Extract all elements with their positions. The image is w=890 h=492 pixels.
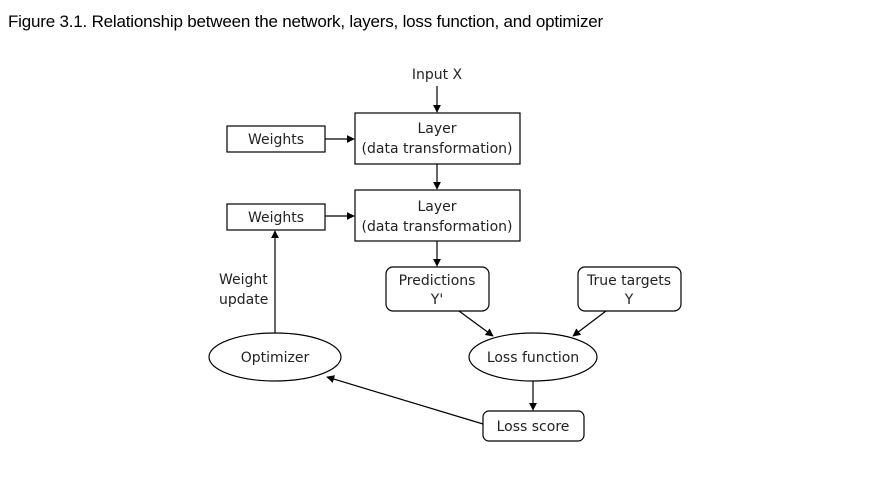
layer-2-box: Layer (data transformation) bbox=[354, 189, 521, 242]
weights-2-label: Weights bbox=[248, 210, 304, 226]
optimizer-node: Optimizer bbox=[208, 332, 342, 382]
layer-1-title: Layer bbox=[417, 121, 456, 137]
weights-2-box: Weights bbox=[226, 203, 326, 231]
true-targets-symbol: Y bbox=[624, 292, 634, 308]
weights-1-label: Weights bbox=[248, 132, 304, 148]
arrow-score-to-optimizer bbox=[326, 375, 484, 425]
optimizer-label: Optimizer bbox=[241, 350, 310, 366]
predictions-label: Predictions bbox=[399, 273, 476, 289]
loss-score-box: Loss score bbox=[482, 410, 585, 442]
loss-function-label: Loss function bbox=[487, 350, 579, 366]
weights-1-box: Weights bbox=[226, 125, 326, 153]
loss-score-label: Loss score bbox=[497, 419, 570, 435]
input-x-label: Input X bbox=[412, 67, 463, 83]
true-targets-box: True targets Y bbox=[577, 266, 682, 312]
weight-update-label-line1: Weight bbox=[219, 272, 268, 288]
layer-2-subtitle: (data transformation) bbox=[362, 219, 513, 235]
arrow-targets-to-loss bbox=[572, 310, 607, 337]
predictions-box: Predictions Y' bbox=[385, 266, 490, 312]
arrow-predictions-to-loss bbox=[458, 310, 494, 337]
true-targets-label: True targets bbox=[586, 273, 671, 289]
layer-1-subtitle: (data transformation) bbox=[362, 141, 513, 157]
figure-caption: Figure 3.1. Relationship between the net… bbox=[8, 12, 603, 31]
layer-2-title: Layer bbox=[417, 199, 456, 215]
weight-update-label-line2: update bbox=[219, 292, 268, 308]
loss-function-node: Loss function bbox=[468, 332, 598, 382]
layer-1-box: Layer (data transformation) bbox=[354, 112, 521, 165]
predictions-symbol: Y' bbox=[430, 292, 443, 308]
